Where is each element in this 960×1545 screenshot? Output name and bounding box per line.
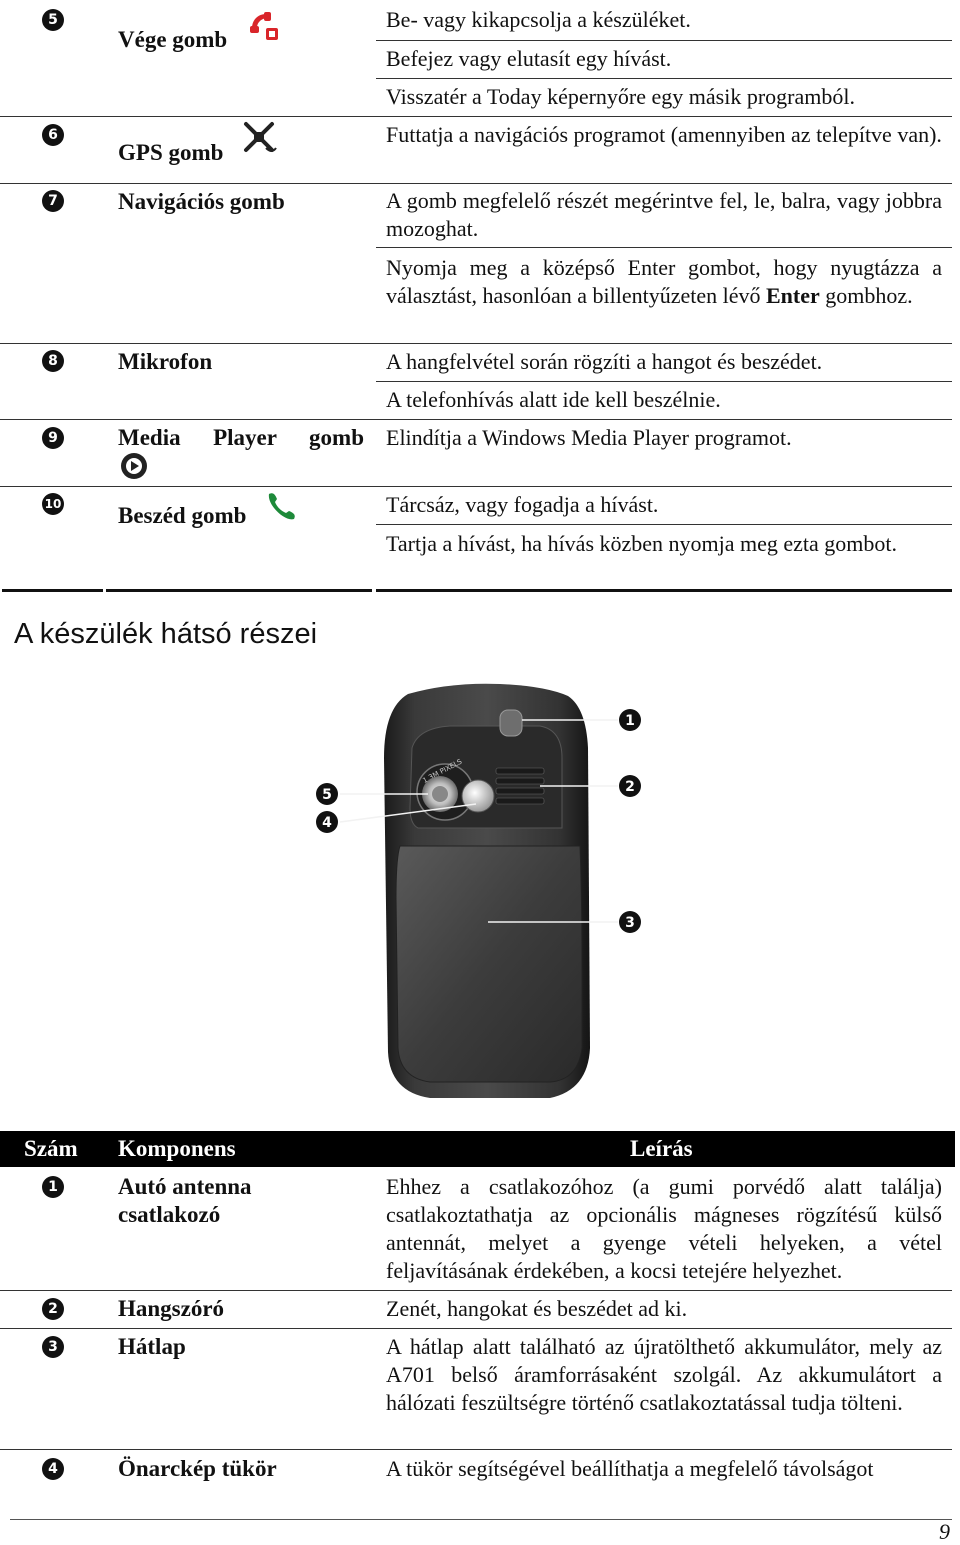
section-title: A készülék hátsó részei (14, 618, 318, 650)
component-name: Media Player gomb (118, 425, 364, 450)
row-number: 7 (42, 190, 64, 212)
callout-number: 1 (625, 713, 635, 729)
header-component: Komponens (118, 1136, 236, 1161)
description: Tárcsáz, vagy fogadja a hívást. (386, 492, 659, 517)
component-name: Hátlap (118, 1334, 186, 1359)
component-name: Önarckép tükör (118, 1456, 277, 1481)
component-name: Navigációs gomb (118, 189, 285, 214)
callout-number: 5 (322, 787, 332, 803)
header-num: Szám (24, 1136, 78, 1161)
table-header: Szám Komponens Leírás (0, 1131, 955, 1167)
description: Nyomja meg a középső Enter gombot, hogy … (386, 255, 942, 308)
call-icon (268, 493, 295, 520)
description: A tükör segítségével beállíthatja a megf… (386, 1456, 874, 1481)
component-name: Autó antenna (118, 1174, 252, 1199)
description: A gomb megfelelő részét megérintve fel, … (386, 188, 942, 241)
description: Elindítja a Windows Media Player program… (386, 425, 792, 450)
row-number: 3 (42, 1336, 64, 1358)
description: A telefonhívás alatt ide kell beszélnie. (386, 387, 721, 412)
description: Be- vagy kikapcsolja a készüléket. (386, 7, 691, 32)
component-name: Hangszóró (118, 1296, 225, 1321)
end-call-icon (250, 12, 278, 40)
description: Tartja a hívást, ha hívás közben nyomja … (386, 531, 898, 556)
component-name: Mikrofon (118, 349, 213, 374)
description: Futtatja a navigációs programot (amennyi… (386, 122, 942, 147)
row-number: 9 (42, 427, 64, 449)
component-name: csatlakozó (118, 1202, 221, 1227)
footer-rule (10, 1519, 952, 1520)
row-number: 5 (42, 9, 64, 31)
callout-number: 2 (625, 779, 635, 795)
component-name: Vége gomb (118, 27, 228, 52)
description: A hátlap alatt található az újratölthető… (386, 1334, 942, 1415)
header-description: Leírás (630, 1136, 693, 1161)
row-number: 8 (42, 350, 64, 372)
row-number: 1 (42, 1176, 64, 1198)
row-number: 4 (42, 1458, 64, 1480)
callout-number: 4 (322, 815, 332, 831)
callout-number: 3 (625, 915, 635, 931)
description: Ehhez a csatlakozóhoz (a gumi porvédő al… (386, 1174, 942, 1283)
media-player-icon (121, 453, 147, 479)
description: Befejez vagy elutasít egy hívást. (386, 46, 672, 71)
description: Visszatér a Today képernyőre egy másik p… (386, 84, 855, 109)
row-number: 10 (42, 493, 64, 515)
row-number: 6 (42, 124, 64, 146)
description: Zenét, hangokat és beszédet ad ki. (386, 1296, 688, 1321)
component-name: Beszéd gomb (118, 503, 247, 528)
page-number: 9 (939, 1519, 950, 1544)
phone-back-image: 1.3M PIXELS 1 2 3 4 5 (316, 683, 641, 1098)
gps-satellite-icon (244, 122, 277, 152)
description: A hangfelvétel során rögzíti a hangot és… (386, 349, 823, 374)
component-name: GPS gomb (118, 140, 224, 165)
row-number: 2 (42, 1298, 64, 1320)
